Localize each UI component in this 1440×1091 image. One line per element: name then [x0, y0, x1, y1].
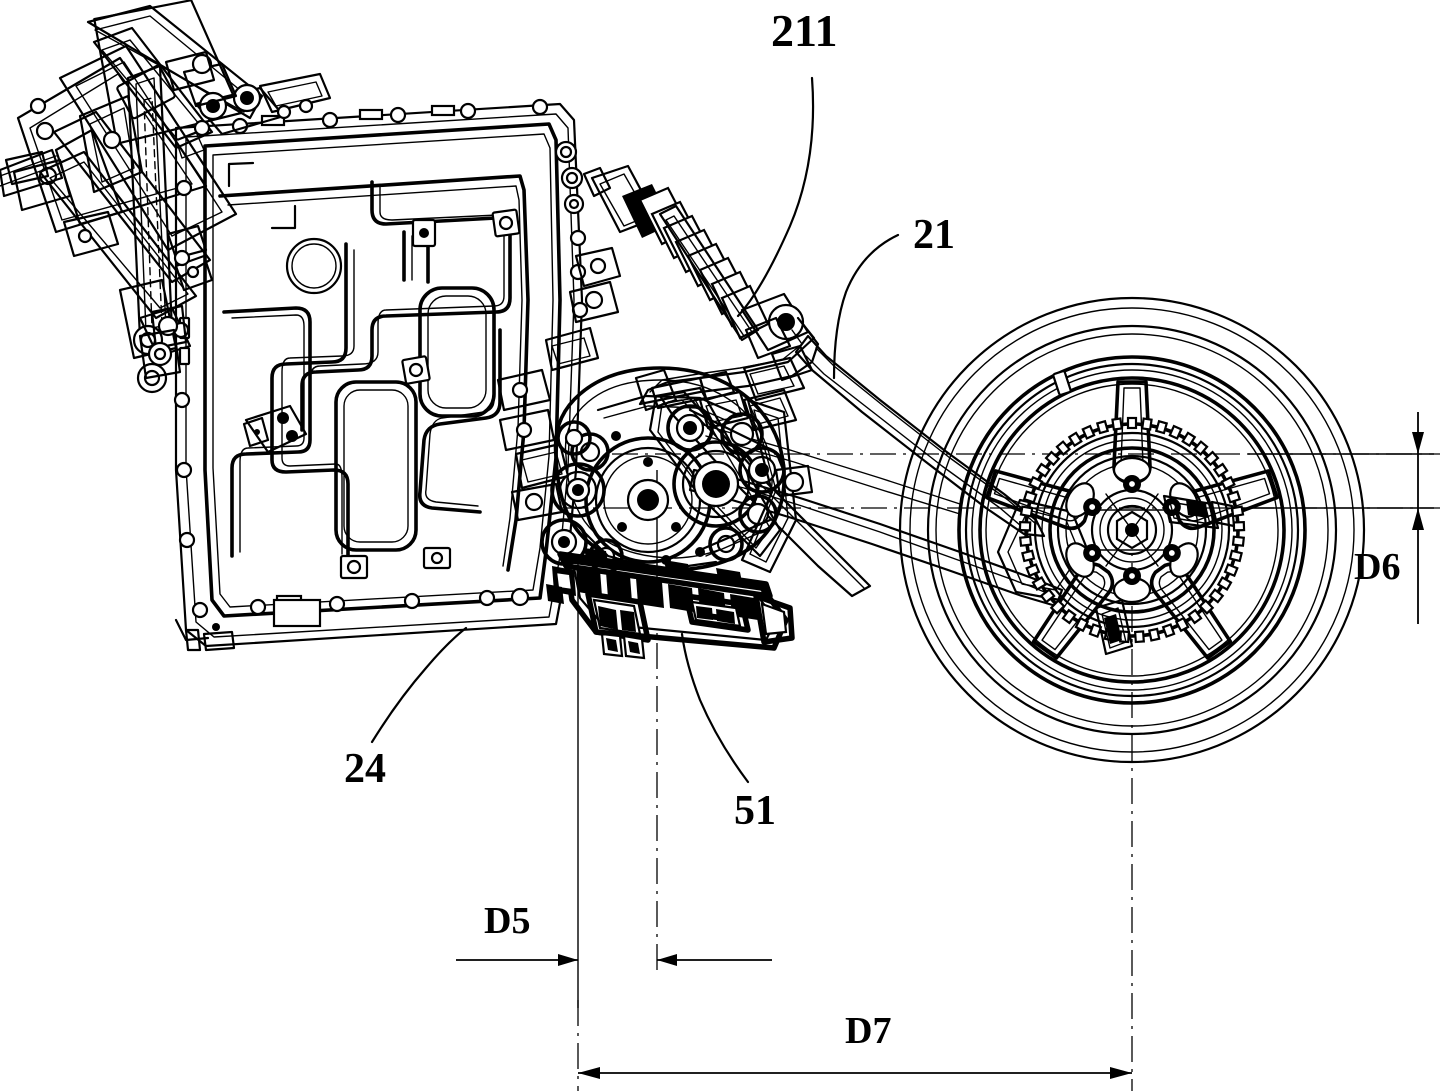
battery-edge-bolts-top	[193, 98, 549, 137]
battery-mount-bosses	[178, 208, 521, 580]
reference-numeral-24: 24	[344, 746, 386, 792]
leader-lines	[370, 76, 900, 784]
dimension-label-d7: D7	[845, 1010, 892, 1052]
rear-hub	[1048, 446, 1216, 614]
leader-line-211	[736, 76, 815, 318]
dimension-d5	[456, 954, 772, 966]
reference-numeral-211: 211	[771, 5, 838, 56]
motor-controller	[546, 548, 795, 660]
dimension-d6	[1412, 412, 1424, 624]
rear-sprocket	[1018, 416, 1246, 644]
reference-numeral-51: 51	[734, 788, 776, 834]
battery-edge-bolts-bottom	[191, 587, 530, 628]
dimension-d7	[578, 1067, 1132, 1079]
dimension-label-d5: D5	[484, 900, 531, 942]
leader-line-21	[832, 233, 900, 380]
rear-shock-absorber	[582, 164, 810, 360]
electric-motor-gearbox	[496, 246, 814, 574]
dimension-label-d6: D6	[1354, 546, 1401, 588]
reference-numeral-21: 21	[913, 212, 955, 258]
battery-top-hinge	[164, 50, 332, 136]
leader-line-51	[680, 632, 750, 784]
rear-wheel	[898, 296, 1366, 764]
leader-line-24	[370, 626, 468, 744]
